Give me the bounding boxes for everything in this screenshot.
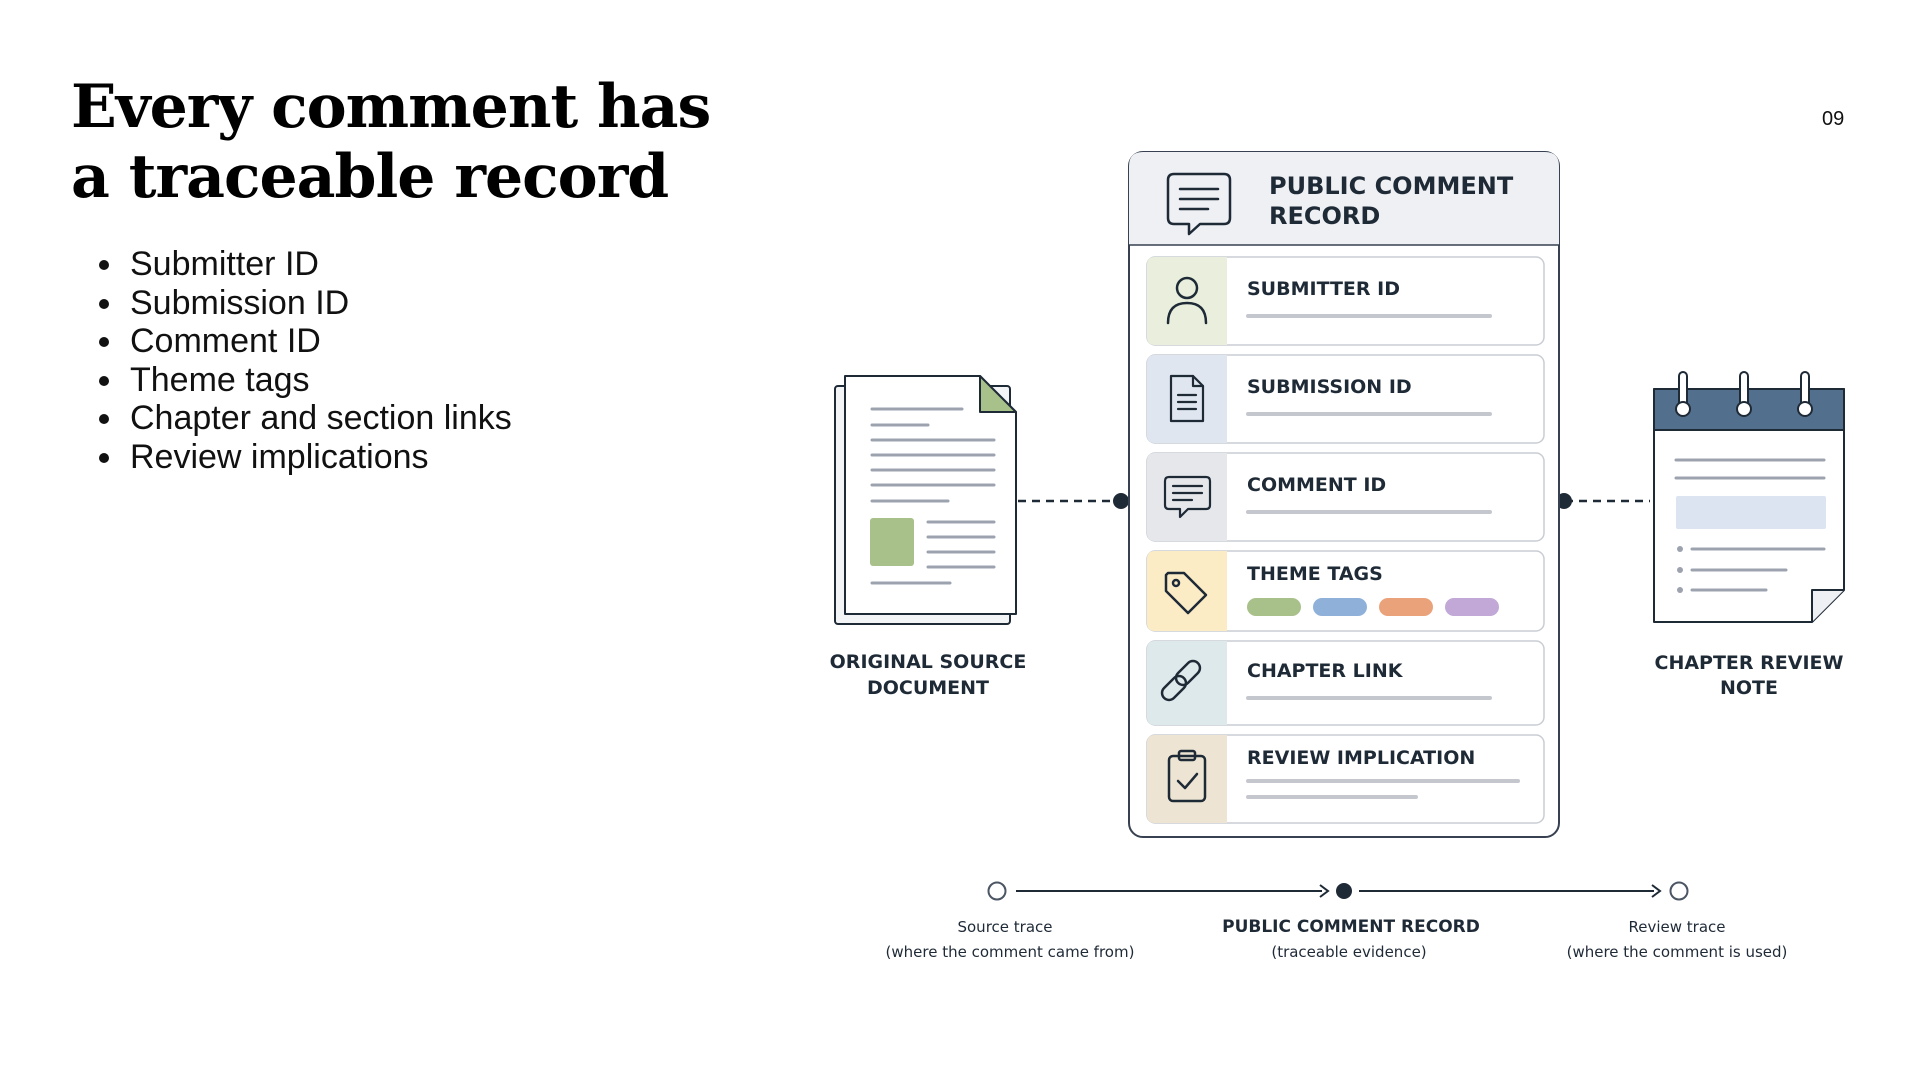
- flow-node-record: [1336, 883, 1352, 899]
- bullet-item-submission-id: Submission ID: [126, 284, 512, 323]
- row-label-chapter-link: CHAPTER LINK: [1247, 660, 1404, 682]
- flow-source-subtitle: (where the comment came from): [886, 943, 1135, 961]
- record-card-title-line-2: RECORD: [1269, 202, 1380, 230]
- binder-rings: [1675, 371, 1813, 417]
- record-row-review-implication: REVIEW IMPLICATION: [1146, 734, 1545, 824]
- flow-node-source: [987, 881, 1007, 901]
- source-document-label-line-1: ORIGINAL SOURCE: [830, 651, 1027, 673]
- flow-record-title: PUBLIC COMMENT RECORD: [1222, 917, 1480, 937]
- clipboard-check-icon: [1167, 749, 1207, 803]
- row-label-review-implication: REVIEW IMPLICATION: [1247, 747, 1475, 769]
- public-comment-record-card: PUBLIC COMMENT RECORD SUBMITTER ID: [1128, 151, 1560, 838]
- flow-arrow-head-2: [1651, 884, 1662, 898]
- trace-flow: [987, 881, 1689, 901]
- source-document-label-line-2: DOCUMENT: [867, 677, 989, 699]
- slide-title: Every comment has a traceable record: [71, 72, 711, 212]
- bullet-item-comment-id: Comment ID: [126, 322, 512, 361]
- person-icon: [1166, 276, 1208, 325]
- comment-icon: [1163, 475, 1212, 519]
- bullet-item-chapter-links: Chapter and section links: [126, 399, 512, 438]
- bullet-list: Submitter ID Submission ID Comment ID Th…: [98, 245, 512, 476]
- row-label-theme-tags: THEME TAGS: [1247, 563, 1383, 585]
- theme-tag-pill-purple: [1445, 598, 1499, 616]
- chapter-review-note-icon: [1653, 371, 1845, 623]
- slide-title-line-2: a traceable record: [71, 142, 669, 212]
- row-label-submitter-id: SUBMITTER ID: [1247, 278, 1400, 300]
- flow-node-review: [1669, 881, 1689, 901]
- theme-tag-pill-green: [1247, 598, 1301, 616]
- flow-record-subtitle: (traceable evidence): [1271, 943, 1426, 961]
- review-note-label-line-1: CHAPTER REVIEW: [1655, 652, 1844, 674]
- flow-review-title: Review trace: [1628, 918, 1725, 936]
- flow-review-subtitle: (where the comment is used): [1567, 943, 1788, 961]
- document-icon: [1169, 374, 1205, 423]
- bullet-item-theme-tags: Theme tags: [126, 361, 512, 400]
- record-row-chapter-link: CHAPTER LINK: [1146, 640, 1545, 726]
- theme-tag-pill-blue: [1313, 598, 1367, 616]
- row-label-submission-id: SUBMISSION ID: [1247, 376, 1412, 398]
- record-row-submission-id: SUBMISSION ID: [1146, 354, 1545, 444]
- record-card-title-line-1: PUBLIC COMMENT: [1269, 172, 1514, 200]
- source-document-icon: [834, 375, 1017, 625]
- record-row-theme-tags: THEME TAGS: [1146, 550, 1545, 632]
- record-row-submitter-id: SUBMITTER ID: [1146, 256, 1545, 346]
- record-row-comment-id: COMMENT ID: [1146, 452, 1545, 542]
- slide-title-line-1: Every comment has: [71, 72, 711, 142]
- theme-tag-pill-orange: [1379, 598, 1433, 616]
- row-label-comment-id: COMMENT ID: [1247, 474, 1386, 496]
- flow-source-title: Source trace: [957, 918, 1052, 936]
- speech-bubble-icon: [1166, 172, 1232, 236]
- link-icon: [1160, 659, 1202, 702]
- review-note-label-line-2: NOTE: [1720, 677, 1778, 699]
- flow-arrow-head-1: [1319, 884, 1330, 898]
- tag-icon: [1164, 571, 1208, 615]
- bullet-item-submitter-id: Submitter ID: [126, 245, 512, 284]
- bullet-item-review-implications: Review implications: [126, 438, 512, 477]
- page-number: 09: [1822, 108, 1845, 130]
- source-connector-dot: [1113, 493, 1129, 509]
